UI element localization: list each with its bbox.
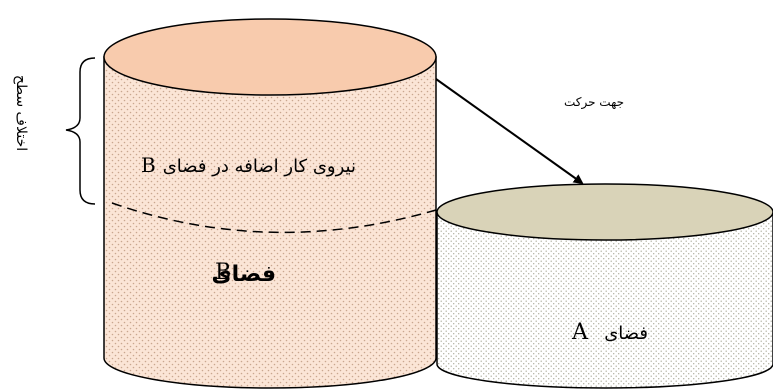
- level-difference-label: اختلاف سطح: [13, 75, 29, 151]
- space-a-label: فضای: [604, 323, 648, 344]
- space-a-label-group: فضای A: [571, 320, 648, 345]
- space-a-cylinder-body: [436, 211, 773, 389]
- flow-direction-arrow: [435, 78, 584, 185]
- space-b-cylinder-body: [103, 56, 437, 389]
- space-b-label-group: فضای B: [211, 260, 276, 287]
- space-b-suffix: B: [215, 260, 231, 285]
- level-difference-brace: [65, 57, 96, 205]
- space-a-cylinder: [436, 183, 773, 389]
- flow-direction-label: جهت حرکت: [564, 95, 624, 110]
- space-b-cylinder: [103, 18, 437, 389]
- extra-work-label: نیروی کار اضافه در فضای: [163, 156, 356, 177]
- space-a-suffix: A: [571, 320, 589, 345]
- extra-work-label-suffix: B: [141, 153, 156, 177]
- extra-work-label-group: نیروی کار اضافه در فضای B: [141, 153, 356, 177]
- space-b-label: فضای: [211, 262, 276, 287]
- space-b-cylinder-top: [103, 18, 437, 96]
- space-a-cylinder-top: [436, 183, 773, 241]
- level-dashed-line: [111, 202, 437, 234]
